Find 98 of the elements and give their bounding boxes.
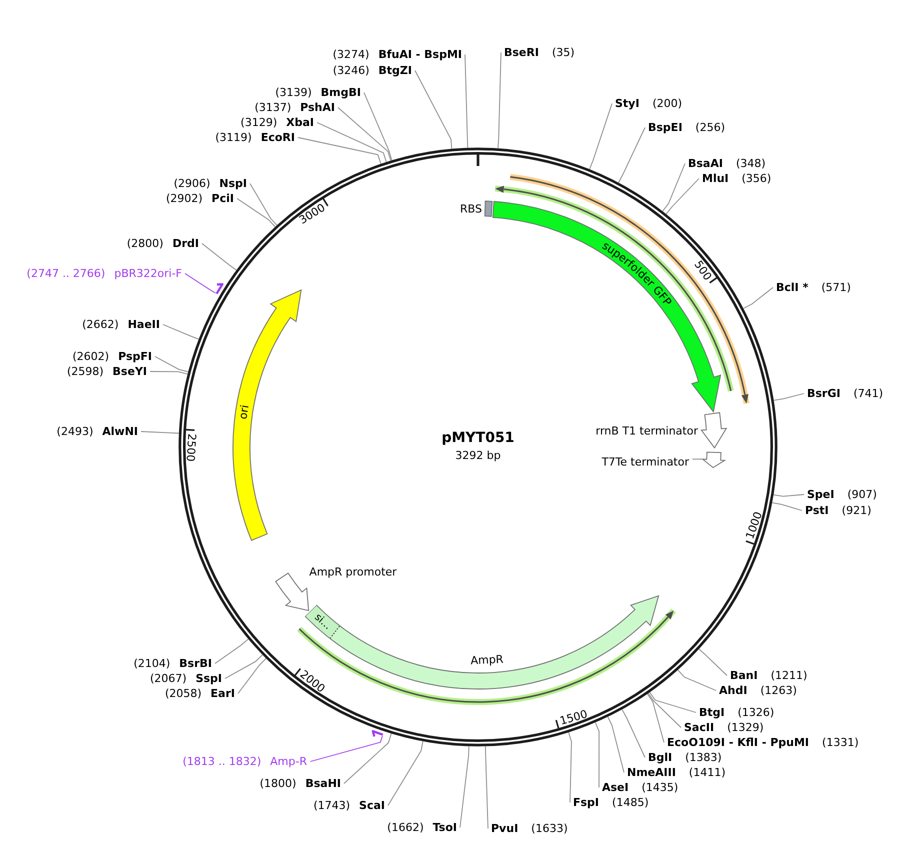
primer-mark — [216, 283, 224, 294]
leader-line — [298, 137, 382, 164]
feature-label: AmpR promoter — [309, 566, 397, 578]
plasmid-size: 3292 bp — [455, 449, 501, 462]
restriction-site-label: (2598) BseYI — [66, 365, 147, 378]
restriction-site-label: StyI (200) — [615, 97, 682, 110]
restriction-site-label: (2906) NspI — [174, 177, 247, 190]
feature-label: RBS — [460, 202, 482, 216]
leader-line — [214, 638, 249, 664]
restriction-site-label: (1800) BsaHI — [260, 777, 341, 790]
restriction-site-label: (1662) TsoI — [387, 821, 457, 834]
leader-line — [364, 92, 392, 161]
leader-line — [460, 746, 470, 828]
plasmid-name: pMYT051 — [442, 430, 514, 446]
leader-line — [238, 658, 267, 694]
leader-line — [692, 458, 703, 460]
restriction-site-label: (2902) PciI — [166, 192, 234, 205]
leader-line — [202, 243, 237, 271]
leader-line — [154, 356, 189, 372]
feature-label: ori — [236, 404, 252, 420]
leader-line — [773, 494, 804, 497]
restriction-site-label: SacII (1329) — [684, 721, 764, 734]
leader-line — [250, 183, 278, 226]
restriction-site-label: BsaAI (348) — [688, 157, 766, 170]
leader-line — [589, 103, 612, 170]
leader-line — [594, 722, 600, 788]
restriction-site-label: (2662) HaeII — [82, 318, 160, 331]
restriction-site-label: BanI (1211) — [730, 669, 808, 682]
feature-label: si… — [312, 612, 334, 632]
restriction-site-label: BspEI (256) — [648, 121, 726, 134]
restriction-site-label: (3129) XbaI — [240, 116, 314, 129]
restriction-site-label: NmeAIII (1411) — [627, 766, 726, 779]
leader-line — [618, 127, 646, 184]
leader-line — [646, 693, 664, 743]
restriction-site-label: FspI (1485) — [573, 796, 649, 809]
restriction-site-label: (3246) BtgZI — [332, 64, 412, 77]
restriction-site-label: SpeI (907) — [807, 488, 877, 501]
leader-line — [568, 732, 572, 803]
leader-line — [344, 733, 392, 784]
restriction-site-label: BglI (1383) — [648, 751, 722, 764]
leader-line — [484, 746, 488, 829]
restriction-site-label: EcoO109I - KflI - PpuMI (1331) — [667, 736, 859, 749]
leader-line — [310, 736, 383, 762]
reading-frame-line — [297, 608, 676, 705]
leader-line — [224, 654, 263, 679]
restriction-site-label: AseI (1435) — [602, 781, 678, 794]
leader-line — [236, 198, 276, 228]
leader-line — [464, 54, 468, 148]
leader-line — [772, 502, 802, 511]
restriction-site-label: PvuI (1633) — [491, 822, 568, 835]
restriction-site-label: (3119) EcoRI — [215, 131, 295, 144]
leader-line — [698, 648, 728, 676]
tick-label: 2500 — [184, 433, 198, 462]
restriction-site-label: BtgI (1326) — [699, 706, 774, 719]
leader-line — [184, 273, 216, 294]
primer-label: (2747 .. 2766) pBR322ori-F — [26, 267, 182, 280]
leader-line — [414, 70, 452, 150]
tick-label: 1500 — [558, 708, 589, 728]
restriction-site-label: (2104) BsrBI — [134, 657, 212, 670]
restriction-site-label: AhdI (1263) — [719, 684, 797, 697]
restriction-site-label: (3139) BmgBI — [275, 86, 361, 99]
leader-line — [140, 431, 180, 434]
leader-line — [742, 287, 774, 309]
restriction-site-label: PstI (921) — [805, 504, 872, 517]
leader-line — [677, 669, 716, 691]
leader-line — [666, 178, 700, 215]
restriction-site-label: BsrGI (741) — [807, 387, 884, 400]
reading-frame-line — [494, 186, 734, 392]
restriction-site-label: (2800) DrdI — [126, 237, 199, 250]
leader-line — [773, 393, 804, 401]
leader-line — [162, 324, 200, 340]
leader-line — [622, 709, 646, 758]
feature-label: T7Te terminator — [602, 456, 689, 468]
leader-line — [338, 107, 392, 162]
restriction-site-label: (3137) PshAI — [254, 101, 335, 114]
restriction-site-label: (2493) AlwNI — [56, 425, 138, 438]
terminator-symbol — [702, 452, 726, 468]
feature-label: AmpR — [470, 652, 504, 668]
leader-line — [648, 692, 682, 728]
leader-line — [388, 740, 424, 806]
restriction-site-label: BclI * (571) — [776, 281, 851, 294]
leader-line — [662, 163, 686, 212]
feature-label: rrnB T1 terminator — [596, 424, 698, 438]
leader-line — [150, 371, 188, 374]
restriction-site-label: (3274) BfuAI - BspMI — [332, 48, 462, 61]
restriction-site-label: (2058) EarI — [164, 687, 235, 700]
primer-mark — [372, 730, 384, 737]
restriction-site-label: BseRI (35) — [504, 46, 575, 59]
primer-label: (1813 .. 1832) Amp-R — [182, 755, 307, 768]
leader-line — [649, 692, 696, 713]
restriction-site-label: (2067) SspI — [150, 672, 222, 685]
leader-line — [316, 122, 387, 162]
leader-line — [607, 716, 624, 773]
tick-label: 1000 — [743, 510, 765, 541]
leader-line — [498, 52, 502, 149]
restriction-site-label: (2602) PspFI — [72, 350, 152, 363]
restriction-site-label: (1743) ScaI — [313, 799, 385, 812]
restriction-site-label: MluI (356) — [702, 172, 772, 185]
